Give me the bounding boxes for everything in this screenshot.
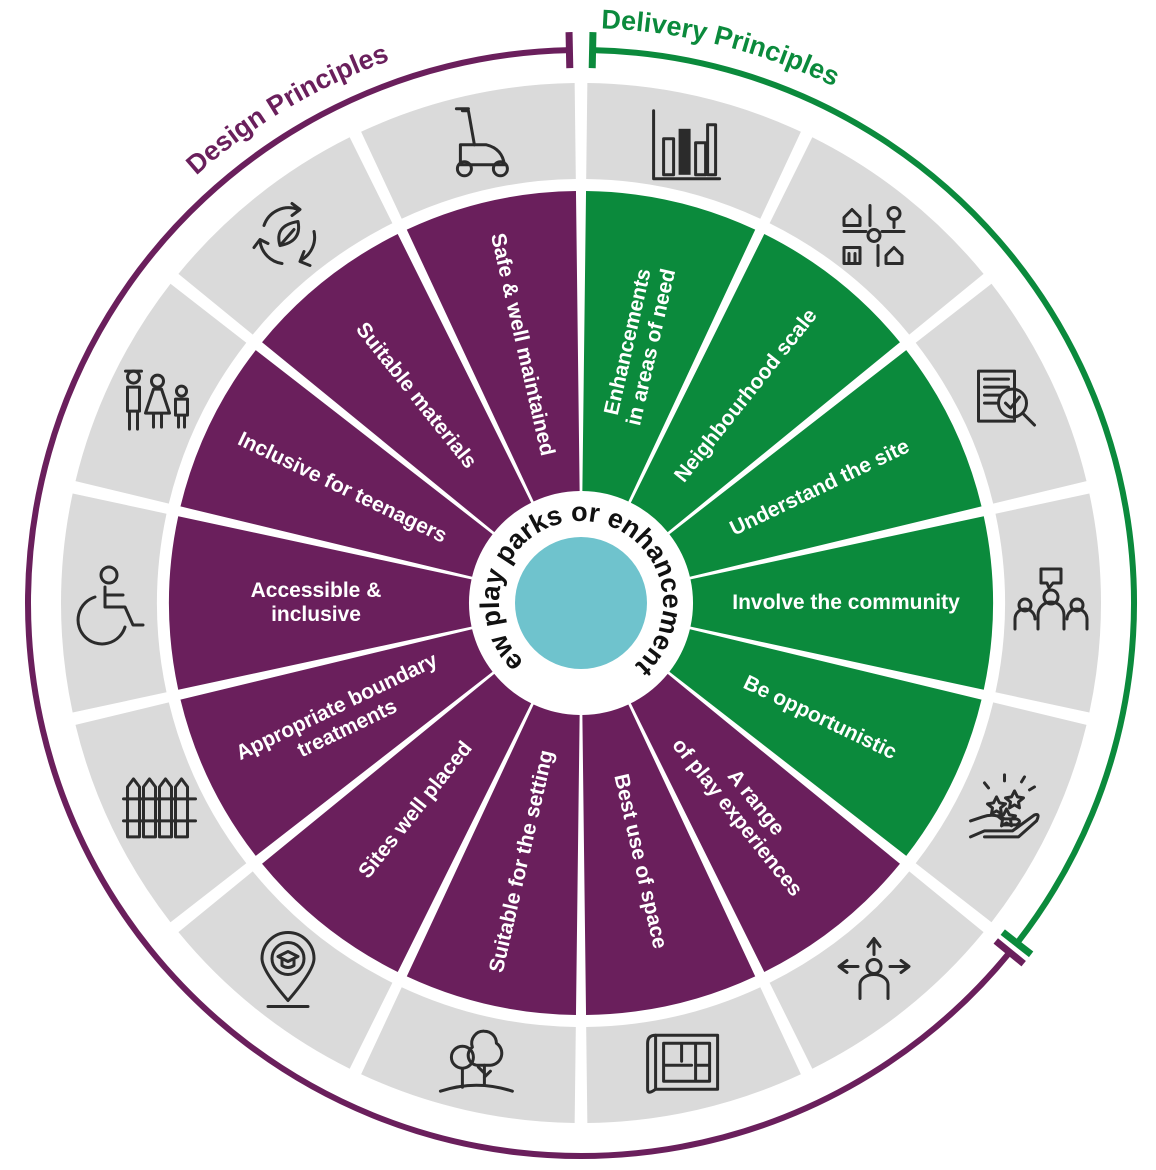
children-icon xyxy=(124,369,189,431)
delivery-principle-segment xyxy=(582,191,756,502)
wheelchair-icon xyxy=(76,565,145,646)
delivery-principle-segment xyxy=(690,516,994,690)
neighbourhood-map-icon xyxy=(842,204,906,267)
recycle-leaf-icon xyxy=(252,202,317,267)
bar-chart-icon xyxy=(652,109,722,181)
document-search-icon xyxy=(977,369,1036,427)
design-arc-end-cap xyxy=(993,938,1026,967)
design-principle-segment xyxy=(582,704,756,1015)
segments-layer: Enhancementsin areas of needNeighbourhoo… xyxy=(60,83,1101,1123)
center-circle xyxy=(515,537,647,669)
icon-ring-cell xyxy=(361,83,576,219)
segment-label-line: inclusive xyxy=(271,603,361,626)
design-principles-arc xyxy=(25,47,1013,1159)
hand-stars-icon xyxy=(969,773,1040,839)
delivery-principle-segment xyxy=(630,234,900,533)
icon-ring-cell xyxy=(178,137,393,335)
segment-14: Safe & well maintained xyxy=(361,83,580,502)
segment-1: Enhancementsin areas of need xyxy=(582,83,801,502)
segment-label-line: Involve the community xyxy=(732,591,960,614)
person-arrows-icon xyxy=(837,937,911,1000)
delivery-principles-arc xyxy=(592,47,1137,946)
location-pin-icon xyxy=(260,931,316,1008)
segment-label: Accessible &inclusive xyxy=(251,579,382,626)
floor-plan-icon xyxy=(646,1033,720,1094)
design-principle-segment xyxy=(630,673,900,972)
design-principle-segment xyxy=(180,350,493,577)
design-principle-segment xyxy=(406,704,580,1015)
icon-ring-cell xyxy=(586,83,801,219)
segment-11: Accessible &inclusive xyxy=(60,493,472,713)
design-principle-segment xyxy=(262,234,532,533)
design-principle-segment xyxy=(406,191,580,502)
segment-7: Best use of space xyxy=(582,704,801,1123)
icon-ring-cell xyxy=(586,987,801,1123)
icon-ring-cell xyxy=(60,493,167,713)
fence-icon xyxy=(122,777,197,839)
design-principle-segment xyxy=(169,516,472,690)
lawnmower-icon xyxy=(454,107,509,178)
community-icon xyxy=(1013,567,1089,631)
segment-label: Involve the community xyxy=(732,591,960,614)
segment-label-line: Accessible & xyxy=(251,579,382,602)
design-principle-segment xyxy=(262,673,532,972)
delivery-principle-segment xyxy=(669,629,982,856)
segment-13: Suitable materials xyxy=(178,137,532,533)
icon-ring-cell xyxy=(769,137,984,335)
segment-4: Involve the community xyxy=(690,493,1101,713)
segment-6: A rangeof play experiences xyxy=(630,673,984,1069)
delivery-arc-start-cap xyxy=(588,32,597,69)
segment-10: Appropriate boundarytreatments xyxy=(75,629,493,923)
trees-icon xyxy=(438,1029,514,1093)
icon-ring-cell xyxy=(178,871,393,1069)
delivery-principles-label: Delivery Principles xyxy=(601,4,845,92)
icon-ring-cell xyxy=(769,871,984,1069)
delivery-arc-end-cap xyxy=(1000,929,1034,958)
design-principle-segment xyxy=(180,629,493,856)
icon-ring-cell xyxy=(75,283,247,504)
design-arc-start-cap xyxy=(565,32,574,69)
segment-8: Suitable for the setting xyxy=(361,704,580,1123)
delivery-principle-segment xyxy=(669,350,982,577)
segment-12: Inclusive for teenagers xyxy=(75,283,493,577)
